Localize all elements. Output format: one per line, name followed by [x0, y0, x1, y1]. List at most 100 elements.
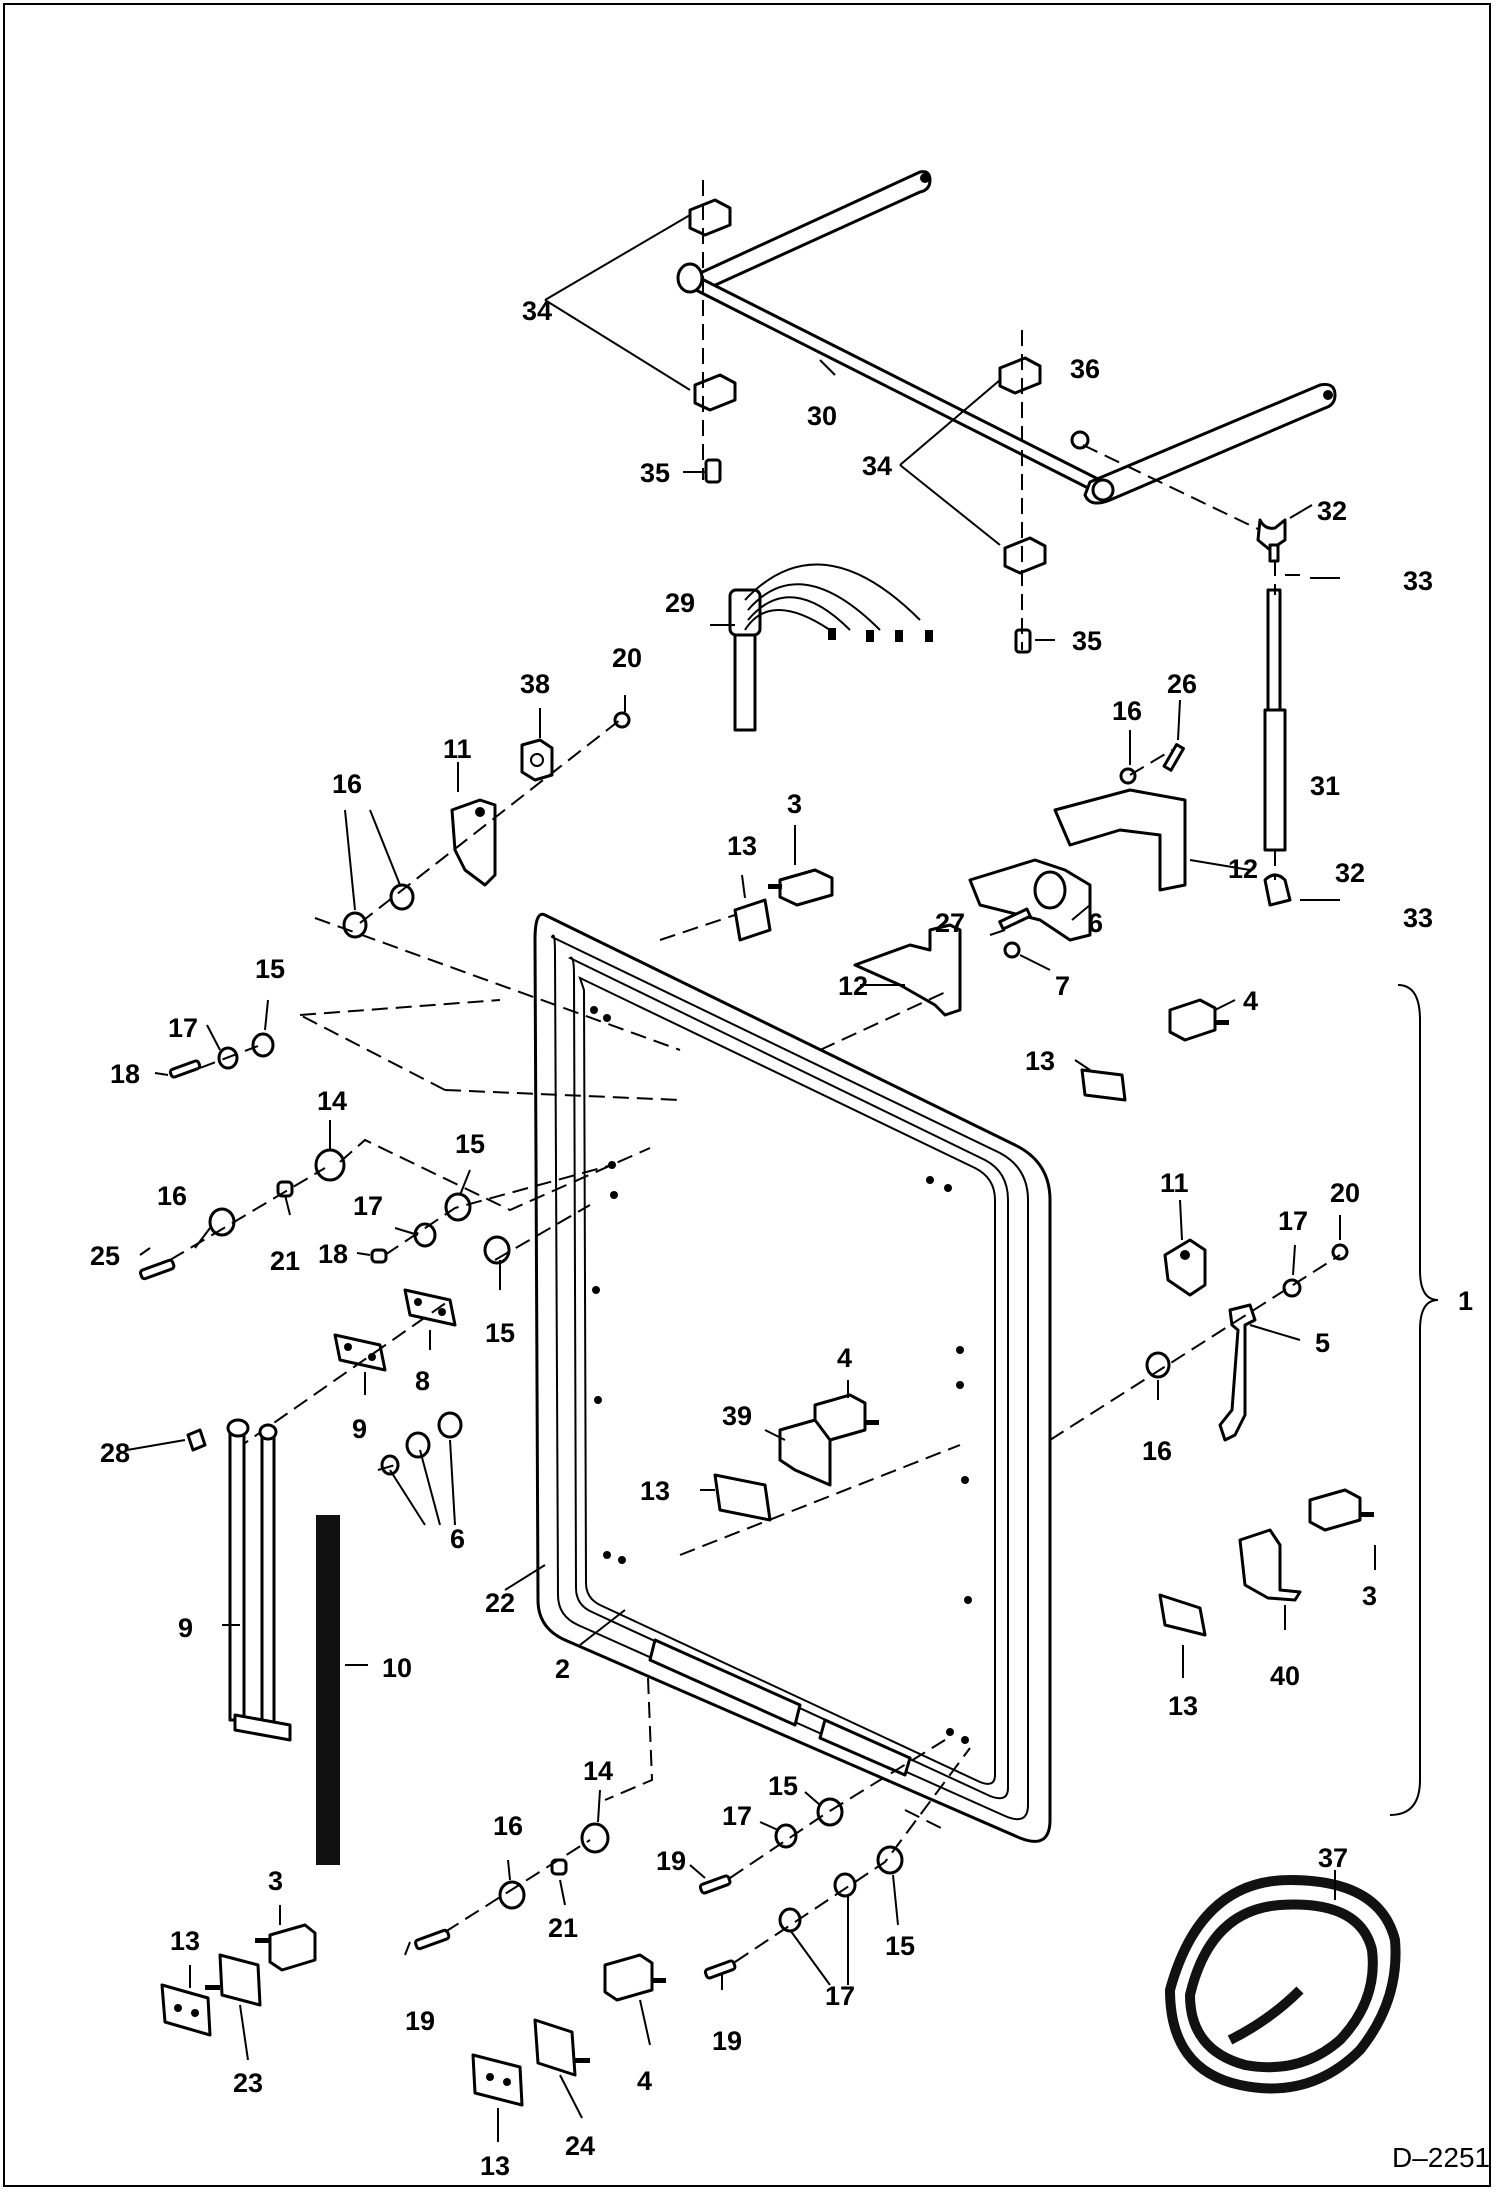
callout-13-right-top: 13	[1025, 1046, 1055, 1076]
hinge-block-38	[520, 738, 554, 782]
callout-17-bottom-a: 17	[722, 1801, 752, 1831]
block-3-upper	[768, 868, 834, 907]
callout-13-upper: 13	[727, 831, 757, 861]
gas-strut	[1256, 518, 1292, 907]
washer-17-bottom-b	[833, 1872, 857, 1898]
callout-21-bottom: 21	[548, 1913, 578, 1943]
callout-14-left: 14	[317, 1086, 347, 1116]
plate-13-right-top	[1080, 1068, 1127, 1102]
washer-16-latch	[1119, 767, 1137, 785]
callout-29: 29	[665, 588, 695, 618]
callout-3-upper: 3	[787, 789, 802, 819]
washers-6-left	[377, 1411, 463, 1476]
callout-36: 36	[1070, 354, 1100, 384]
callout-16-upper: 16	[332, 769, 362, 799]
pivot-block-upper-right	[998, 356, 1042, 395]
callout-7: 7	[1055, 971, 1070, 1001]
callout-3-right: 3	[1362, 1581, 1377, 1611]
washer-7	[1003, 941, 1021, 959]
screw-35-left	[704, 458, 722, 484]
screw-19-left	[414, 1928, 451, 1951]
washer-16-left	[208, 1207, 236, 1237]
washer-16-bottom	[498, 1880, 526, 1910]
callout-32-upper: 32	[1317, 496, 1347, 526]
wire-harness	[728, 563, 933, 732]
block-4-bottom	[603, 1953, 666, 2002]
callout-1: 1	[1458, 1286, 1473, 1316]
callout-13-right-bottom: 13	[1168, 1691, 1198, 1721]
callout-8: 8	[415, 1366, 430, 1396]
block-3-bottom	[255, 1923, 317, 1972]
callout-13-bottom-mid: 13	[480, 2151, 510, 2181]
door-frame-assembly	[533, 912, 1052, 1843]
callout-32-lower: 32	[1335, 858, 1365, 888]
callout-39: 39	[722, 1401, 752, 1431]
callout-15-bottom-a: 15	[768, 1771, 798, 1801]
callout-33-lower: 33	[1403, 903, 1433, 933]
frame-holes	[590, 1006, 972, 1744]
diagram-frame	[3, 3, 1491, 2187]
callout-12-lower: 12	[838, 971, 868, 1001]
bracket-40	[1238, 1528, 1302, 1602]
plate-24	[533, 2018, 590, 2077]
callout-35-right: 35	[1072, 626, 1102, 656]
callout-5: 5	[1315, 1328, 1330, 1358]
callout-4-bottom: 4	[637, 2066, 652, 2096]
callout-19-right: 19	[712, 2026, 742, 2056]
hinge-bracket-11-left	[450, 798, 497, 887]
callout-4-center: 4	[837, 1343, 852, 1373]
callout-6-left: 6	[450, 1524, 465, 1554]
callout-18-top: 18	[110, 1059, 140, 1089]
washer-14-left	[314, 1148, 346, 1182]
pivot-block-lower-right	[1003, 536, 1047, 575]
callout-17-bottom-b: 17	[825, 1981, 855, 2011]
latch-bracket-12-upper	[1053, 788, 1187, 892]
ball-stud-lower	[1263, 873, 1292, 907]
callout-18-mid: 18	[318, 1239, 348, 1269]
washer-17-bottom-a	[774, 1823, 798, 1849]
callout-40: 40	[1270, 1661, 1300, 1691]
screw-19-mid	[698, 1874, 732, 1895]
washer-15-bottom-b	[876, 1845, 904, 1875]
screw-25	[139, 1258, 176, 1281]
plate-23	[205, 1953, 262, 2007]
nut-18-left-mid	[370, 1248, 388, 1264]
callout-16-bottom: 16	[493, 1811, 523, 1841]
drawing-code: D–2251	[1392, 2142, 1490, 2173]
callout-14-bottom: 14	[583, 1756, 613, 1786]
callout-6-upper: 6	[1088, 908, 1103, 938]
callout-23: 23	[233, 2068, 263, 2098]
callout-15-top: 15	[255, 954, 285, 984]
screw-26	[1162, 743, 1185, 772]
callout-35-left: 35	[640, 458, 670, 488]
callout-17-top: 17	[168, 1013, 198, 1043]
hinge-bracket-11-right	[1163, 1238, 1207, 1297]
callout-10: 10	[382, 1653, 412, 1683]
callout-16-left: 16	[157, 1181, 187, 1211]
plate-9-small	[333, 1333, 387, 1372]
plate-13-bottom-mid	[471, 2053, 524, 2107]
callout-34-left: 34	[522, 296, 552, 326]
top-linkage	[676, 170, 1337, 654]
screw-19-right	[703, 1959, 737, 1980]
callout-17-mid: 17	[353, 1191, 383, 1221]
nut-20-right	[1331, 1243, 1349, 1261]
callout-16-latch: 16	[1112, 696, 1142, 726]
callout-24: 24	[565, 2131, 595, 2161]
plate-13-upper	[733, 898, 772, 942]
door-rod-9	[226, 1418, 292, 1742]
nut-36	[1070, 430, 1090, 450]
plate-13-right-bottom	[1158, 1593, 1207, 1637]
callout-27: 27	[935, 908, 965, 938]
plate-13-bottom-left	[160, 1983, 212, 2037]
callout-19-mid: 19	[656, 1846, 686, 1876]
plate-8	[403, 1288, 457, 1327]
callout-26: 26	[1167, 669, 1197, 699]
callout-3-bottom: 3	[268, 1866, 283, 1896]
callout-19-left: 19	[405, 2006, 435, 2036]
bracket-39	[778, 1418, 832, 1487]
bumper-28	[186, 1428, 207, 1452]
callout-17-right: 17	[1278, 1206, 1308, 1236]
hinge-5	[1218, 1303, 1257, 1442]
